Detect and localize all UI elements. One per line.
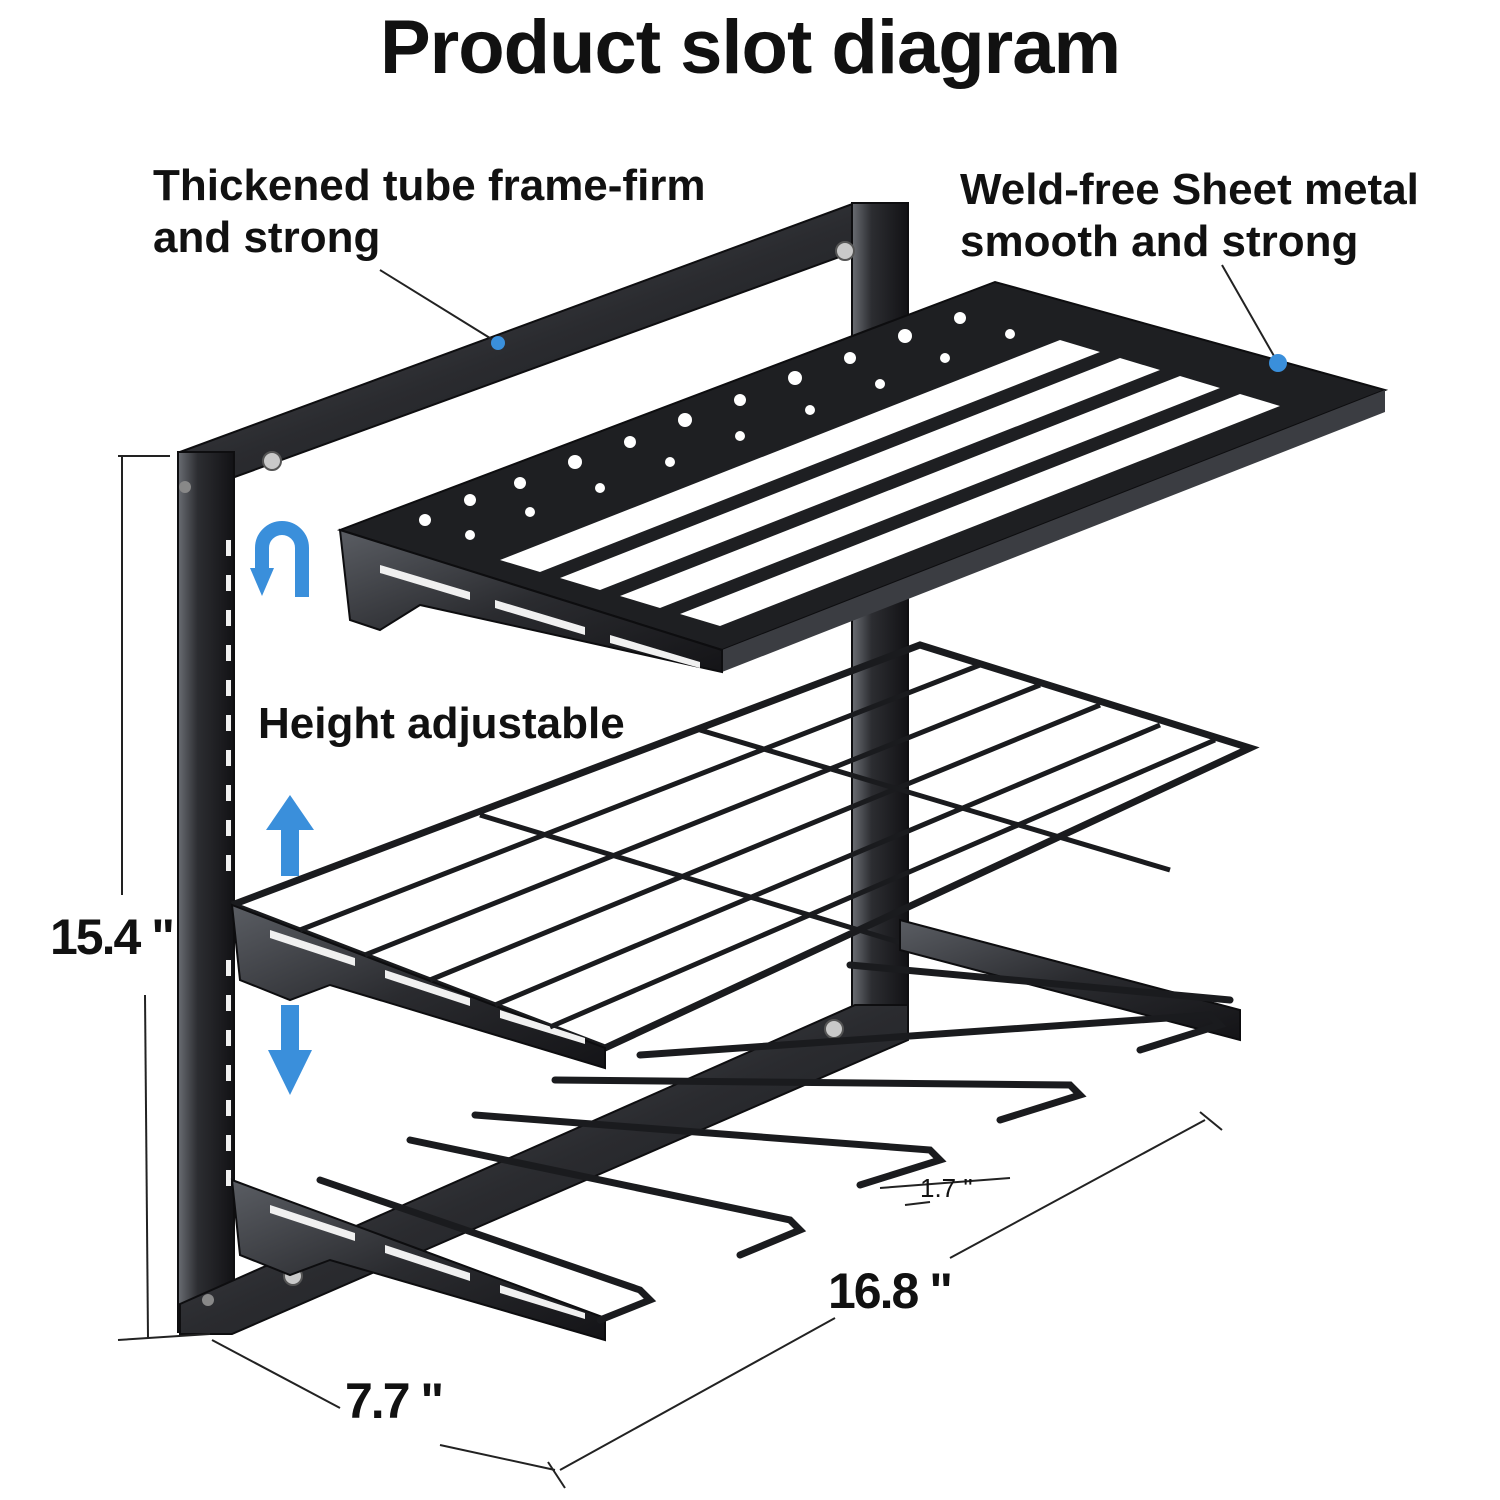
middle-wire-shelf	[230, 641, 1260, 1070]
u-turn-arrow-head	[250, 568, 274, 596]
tool-hook	[636, 1011, 1227, 1059]
top-shelf-slots	[500, 340, 1280, 626]
tool-hook	[846, 961, 1234, 1004]
arrow-up-icon	[266, 795, 314, 876]
post-adjustment-slots	[226, 540, 231, 1186]
dimension-lines	[117, 455, 1223, 1489]
height-adjustable-label: Height adjustable	[258, 699, 625, 748]
frame-callout-dot	[491, 336, 505, 350]
top-shelf-front-lip	[722, 390, 1385, 672]
tool-hook	[316, 1176, 657, 1324]
top-sheet-shelf	[336, 280, 1389, 674]
frame-callout: Thickened tube frame-firm and strong	[153, 160, 706, 264]
height-dimension: 15.4 "	[50, 909, 175, 965]
tool-hook	[406, 1136, 807, 1259]
bottom-hook-rack	[230, 918, 1241, 1342]
frame-front-post	[177, 451, 235, 1333]
arrow-down-icon	[268, 1005, 312, 1095]
back-shelf-bracket	[899, 918, 1241, 1042]
sheet-callout: Weld-free Sheet metal smooth and strong	[960, 164, 1419, 268]
tool-hook	[551, 1076, 1087, 1124]
sheet-callout-dot	[1269, 354, 1287, 372]
frame-callout-line1: Thickened tube frame-firm	[153, 161, 706, 210]
u-turn-arrow-icon	[255, 521, 309, 597]
slot-dimension: 1.7 "	[920, 1173, 973, 1203]
tool-hook	[471, 1111, 947, 1189]
callout-leaders	[379, 264, 1279, 364]
sheet-callout-line2: smooth and strong	[960, 217, 1359, 266]
sheet-callout-line1: Weld-free Sheet metal	[960, 165, 1419, 214]
tool-holes	[419, 312, 1015, 540]
page-title: Product slot diagram	[379, 5, 1121, 90]
width-dimension: 16.8 "	[828, 1263, 953, 1319]
depth-dimension: 7.7 "	[345, 1373, 444, 1429]
top-shelf-bracket	[338, 528, 723, 674]
frame-callout-line2: and strong	[153, 213, 381, 262]
